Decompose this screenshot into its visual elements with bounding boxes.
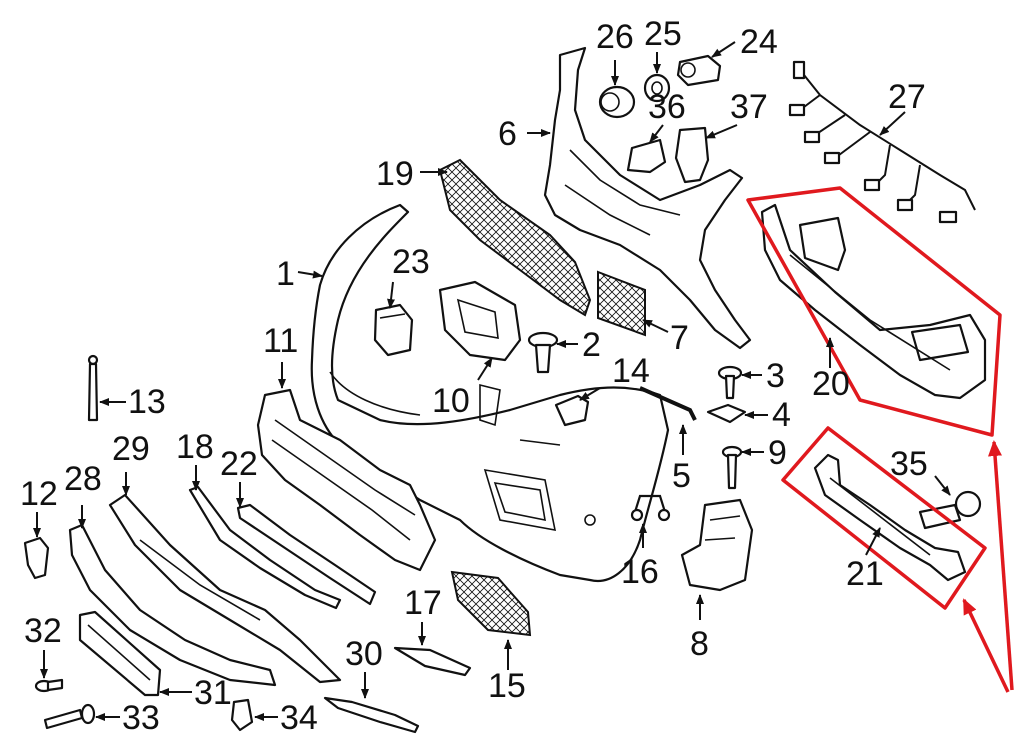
- part-trim-30: [323, 696, 420, 734]
- highlight-box-part-20: [746, 186, 1002, 437]
- callout-37: 37: [730, 88, 768, 126]
- part-screw-32: [34, 678, 64, 693]
- callout-26: 26: [596, 18, 634, 56]
- part-reinforcement-20: [760, 203, 987, 400]
- part-lower-trim-28: [68, 523, 277, 687]
- connector: [896, 198, 914, 212]
- callout-27: 27: [888, 78, 926, 116]
- callout-6: 6: [498, 115, 517, 153]
- callout-33: 33: [122, 699, 160, 737]
- leader-lines: [33, 41, 951, 721]
- connector: [823, 151, 841, 165]
- part-bracket-10: [438, 280, 522, 362]
- part-grille-15: [450, 570, 532, 637]
- callout-35: 35: [890, 445, 928, 483]
- callout-7: 7: [670, 319, 689, 357]
- part-strip-18: [188, 485, 342, 610]
- callout-29: 29: [112, 430, 150, 468]
- callout-18: 18: [176, 428, 214, 466]
- callout-25: 25: [644, 15, 682, 53]
- callout-labels: 1 2 3 4 5 6 7 8 9 10 11 12 13 14 15 16 1…: [20, 15, 928, 737]
- callout-5: 5: [672, 457, 691, 495]
- part-strip-22: [236, 503, 377, 606]
- part-ring-25: [643, 73, 671, 103]
- part-nut-4: [706, 403, 747, 424]
- connector: [938, 210, 958, 224]
- callout-19: 19: [376, 155, 414, 193]
- part-sensor-26: [598, 85, 636, 119]
- part-absorber-11: [256, 388, 437, 572]
- callout-14: 14: [612, 352, 650, 390]
- highlight-box-part-21: [781, 426, 987, 610]
- connector: [863, 178, 881, 192]
- callout-3: 3: [766, 357, 785, 395]
- callout-4: 4: [772, 396, 791, 434]
- callout-13: 13: [128, 383, 166, 421]
- part-rivet-33: [43, 703, 96, 730]
- callout-21: 21: [846, 555, 884, 593]
- part-clip-2: [527, 331, 559, 374]
- connector: [788, 103, 806, 117]
- part-bracket-37: [674, 126, 710, 184]
- callout-24: 24: [740, 23, 778, 61]
- connector: [803, 130, 821, 144]
- part-cover-14: [554, 394, 590, 427]
- part-module-23: [373, 303, 414, 357]
- callout-31: 31: [194, 674, 232, 712]
- callout-16: 16: [621, 553, 659, 591]
- callout-22: 22: [220, 445, 258, 483]
- part-sensor-24: [676, 54, 722, 87]
- part-pin-13: [87, 354, 99, 422]
- part-upper-carrier: [543, 46, 752, 350]
- callout-28: 28: [64, 460, 102, 498]
- part-grille-insert: [597, 270, 646, 337]
- callout-17: 17: [404, 584, 442, 622]
- part-clip-12: [23, 536, 50, 580]
- callout-1: 1: [276, 255, 295, 293]
- part-trim-17: [393, 646, 472, 677]
- part-screw-9: [721, 445, 743, 490]
- callout-20: 20: [812, 365, 850, 403]
- callout-34: 34: [280, 699, 318, 737]
- callout-11: 11: [263, 322, 298, 360]
- callout-30: 30: [345, 635, 383, 673]
- part-sensor-36: [626, 138, 667, 174]
- part-clip-34: [230, 698, 254, 732]
- callout-8: 8: [690, 625, 709, 663]
- callout-36: 36: [648, 88, 686, 126]
- part-clip-16-end-b: [657, 508, 671, 522]
- callout-15: 15: [488, 667, 526, 705]
- callout-2: 2: [582, 326, 601, 364]
- callout-12: 12: [20, 475, 58, 513]
- part-shield-8: [680, 498, 754, 592]
- callout-23: 23: [392, 243, 430, 281]
- part-upper-grille: [438, 158, 592, 317]
- part-molding-5: [639, 386, 697, 421]
- part-plate-31: [78, 610, 162, 697]
- part-clip-16-end-a: [630, 508, 644, 522]
- part-clip-16: [633, 494, 667, 513]
- highlight-arrow-part-21: [962, 598, 1010, 693]
- callout-9: 9: [768, 434, 787, 472]
- part-lower-grille-29: [108, 493, 342, 684]
- callout-10: 10: [432, 382, 470, 420]
- part-bolt-3: [717, 365, 743, 400]
- part-wiring-harness-27: [788, 60, 976, 224]
- callout-32: 32: [24, 612, 62, 650]
- highlight-arrow-part-20: [988, 440, 1014, 691]
- connector: [792, 60, 806, 80]
